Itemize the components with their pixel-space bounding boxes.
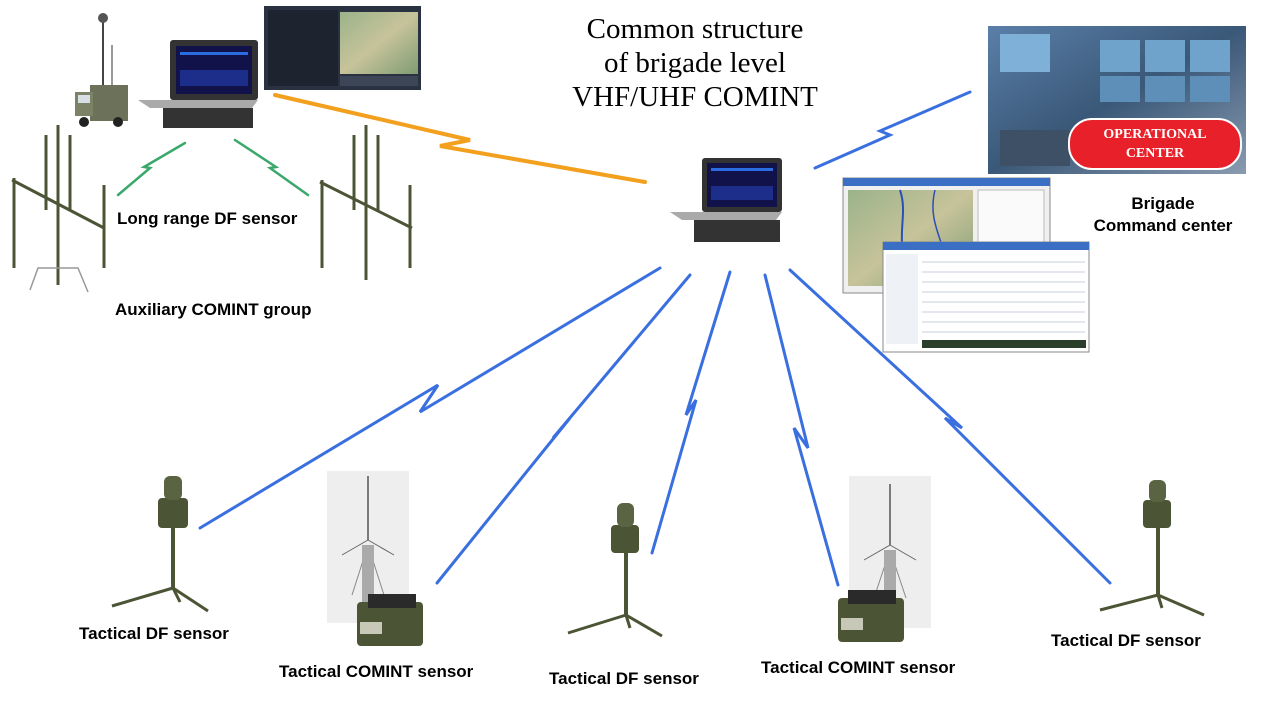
comint-sensor-box-icon	[838, 476, 931, 642]
label-tactical-comint-sensor-2: Tactical COMINT sensor	[761, 658, 956, 677]
truck-mast-icon	[75, 13, 128, 127]
badge-line-1: OPERATIONAL	[1103, 127, 1207, 142]
link-df-2	[650, 270, 732, 555]
screen-map-icon	[264, 6, 421, 90]
link-comint-1	[435, 273, 692, 585]
screen-table-icon	[882, 241, 1090, 353]
radio-links	[116, 90, 1112, 587]
rugged-laptop-icon	[670, 158, 782, 242]
label-auxiliary-comint-group: Auxiliary COMINT group	[115, 300, 312, 319]
df-tripod-sensor-icon	[567, 503, 663, 638]
label-brigade-command-center: Brigade Command center	[1080, 193, 1246, 237]
link-df-3	[788, 268, 1112, 585]
rugged-laptop-icon	[138, 40, 258, 128]
df-tripod-sensor-icon	[1099, 480, 1205, 617]
title-line-2: of brigade level	[604, 47, 786, 79]
link-orange-to-center	[273, 93, 647, 184]
link-green-left	[116, 141, 187, 197]
df-tripod-sensor-icon	[111, 476, 209, 613]
badge-line-2: CENTER	[1125, 146, 1185, 161]
label-tactical-df-sensor-1: Tactical DF sensor	[79, 624, 229, 643]
label-tactical-df-sensor-3: Tactical DF sensor	[1051, 631, 1201, 650]
operational-center-badge: OPERATIONAL CENTER	[1068, 118, 1242, 170]
link-df-1	[198, 266, 662, 530]
brigade-line-1: Brigade	[1131, 194, 1195, 213]
antenna-array-icon	[319, 125, 413, 280]
antenna-array-icon	[11, 125, 106, 293]
link-green-right	[233, 138, 310, 197]
link-comint-2	[763, 273, 840, 587]
label-long-range-df-sensor: Long range DF sensor	[117, 209, 298, 228]
label-tactical-comint-sensor-1: Tactical COMINT sensor	[279, 662, 474, 681]
brigade-line-2: Command center	[1093, 216, 1233, 235]
comint-sensor-box-icon	[327, 471, 423, 646]
diagram-title: Common structure of brigade level VHF/UH…	[540, 12, 850, 114]
label-tactical-df-sensor-2: Tactical DF sensor	[549, 669, 699, 688]
title-line-1: Common structure	[586, 13, 804, 45]
link-to-operational-center	[813, 90, 972, 170]
title-line-3: VHF/UHF COMINT	[572, 81, 818, 113]
